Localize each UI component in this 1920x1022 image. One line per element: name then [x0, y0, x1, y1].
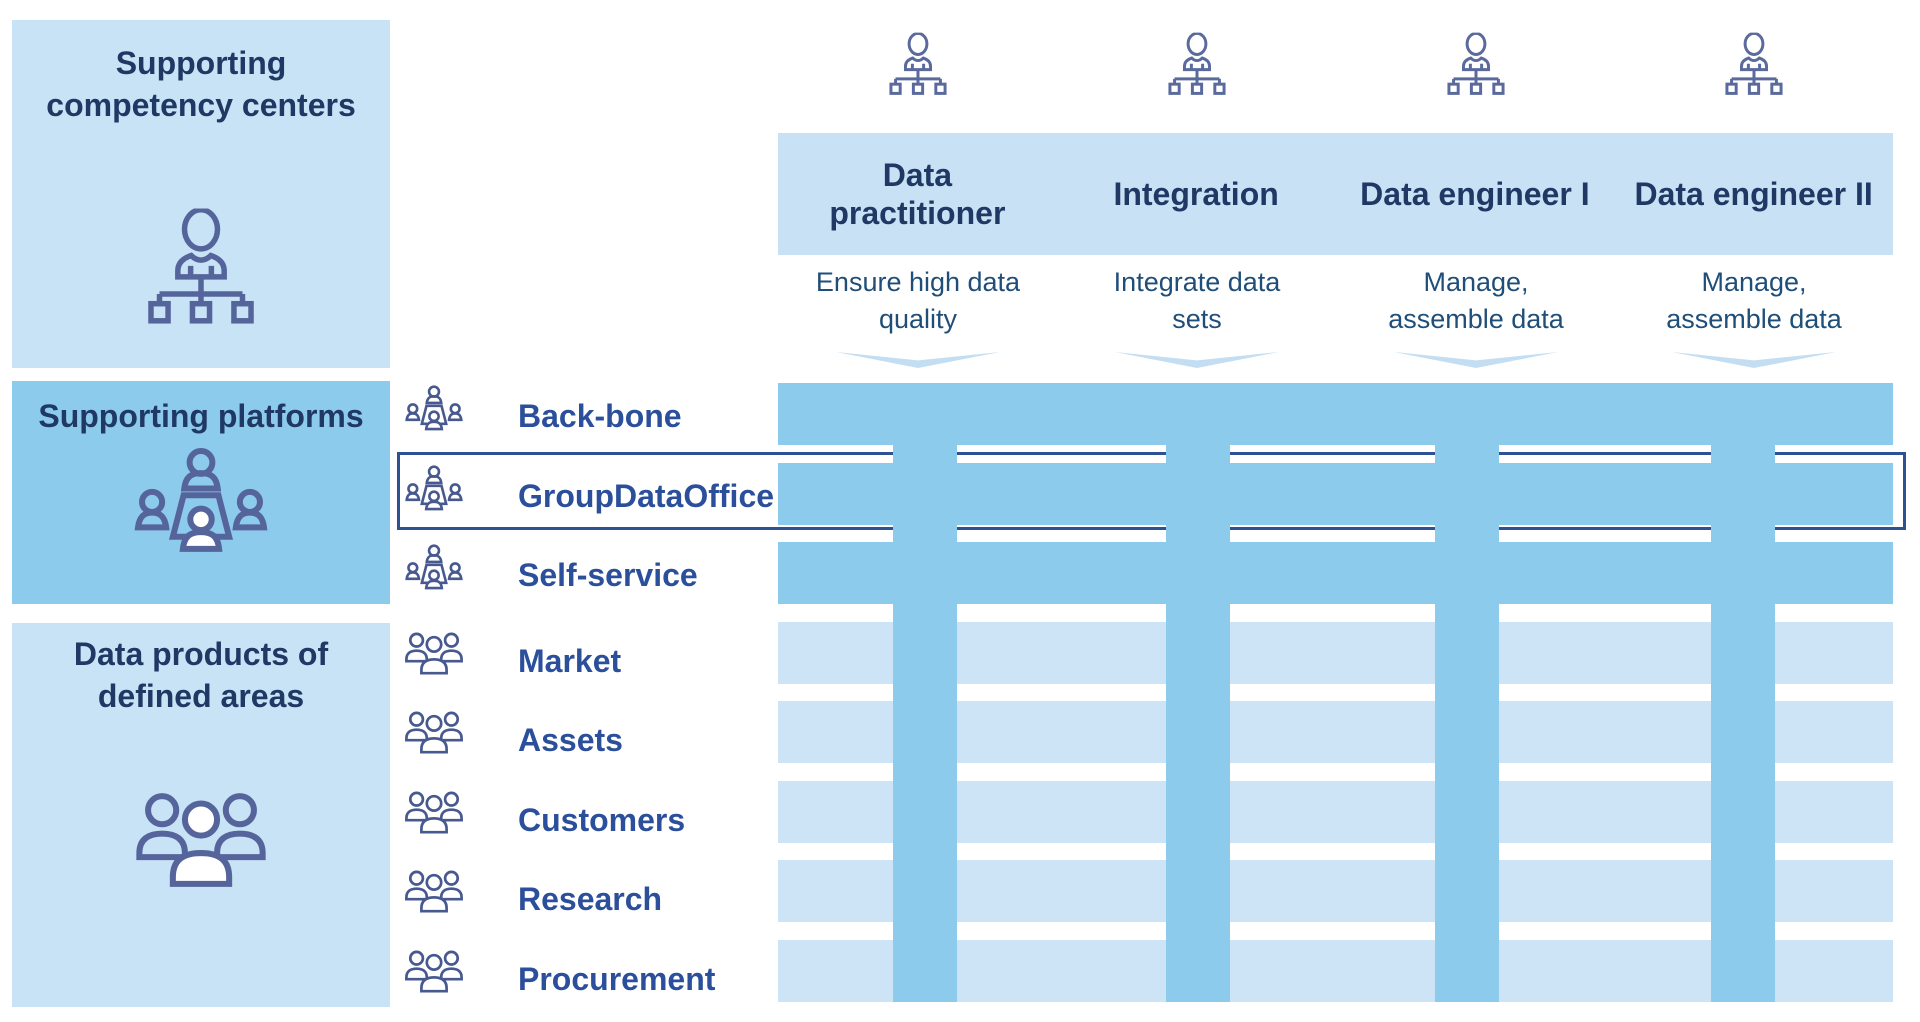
matrix-row-bar-research [778, 860, 1893, 922]
groupdataoffice-highlight-outline [397, 452, 1906, 530]
matrix-row-bar-assets [778, 701, 1893, 763]
column-header-label: Data practitioner [829, 157, 1006, 231]
panel-data-products: Data products of defined areas [12, 623, 390, 1007]
column-header-label: Data engineer I [1360, 176, 1590, 212]
panel-title-line: Data products of [73, 636, 329, 672]
matrix-row-bar-procurement [778, 940, 1893, 1002]
matrix-column-bar-data-practitioner [893, 383, 957, 1002]
column-description-line: assemble data [1666, 304, 1842, 334]
row-label-assets: Assets [518, 722, 623, 758]
org-chart-person-icon [140, 208, 262, 336]
column-description-line: Integrate data [1113, 267, 1281, 297]
column-description-line: Ensure high data [815, 267, 1021, 297]
column-header-data-practitioner: Data practitioner [778, 133, 1057, 255]
row-label-procurement: Procurement [518, 961, 716, 997]
column-description-line: quality [878, 304, 958, 334]
down-arrow-icon [1115, 352, 1279, 368]
column-header-band: Data practitioner Integration Data engin… [778, 133, 1893, 255]
column-header-data-engineer-1: Data engineer I [1336, 133, 1615, 255]
column-header-integration: Integration [1057, 133, 1336, 255]
org-chart-person-icon [1721, 32, 1787, 102]
panel-title-line: competency centers [46, 87, 356, 123]
meeting-table-icon [134, 447, 268, 581]
column-header-label: Data engineer II [1634, 176, 1873, 212]
down-arrow-icon [1672, 352, 1836, 368]
panel-supporting-competency-centers: Supporting competency centers [12, 20, 390, 368]
people-group-icon [134, 787, 268, 895]
column-description-line: Manage, [1701, 267, 1807, 297]
matrix-column-bar-data-engineer-2 [1711, 383, 1775, 1002]
people-group-icon [404, 630, 464, 678]
column-description: Manage, assemble data [1336, 264, 1616, 338]
column-header-data-engineer-2: Data engineer II [1614, 133, 1893, 255]
people-group-icon [404, 709, 464, 757]
column-description: Ensure high data quality [778, 264, 1058, 338]
org-chart-person-icon [1164, 32, 1230, 102]
panel-supporting-platforms: Supporting platforms [12, 381, 390, 604]
column-description-line: Manage, [1423, 267, 1529, 297]
row-label-customers: Customers [518, 802, 686, 838]
matrix-row-bar-groupdataoffice [778, 463, 1893, 525]
row-label-backbone: Back-bone [518, 398, 682, 434]
matrix-row-bar-backbone [778, 383, 1893, 445]
matrix-row-bar-customers [778, 781, 1893, 843]
meeting-table-icon [404, 385, 464, 443]
panel-title-line: Supporting platforms [38, 398, 364, 434]
down-arrow-icon [1394, 352, 1558, 368]
matrix-column-bar-data-engineer-1 [1435, 383, 1499, 1002]
row-label-self-service: Self-service [518, 557, 698, 593]
column-description: Manage, assemble data [1614, 264, 1894, 338]
org-chart-person-icon [1443, 32, 1509, 102]
column-description: Integrate data sets [1057, 264, 1337, 338]
column-description-line: sets [1172, 304, 1222, 334]
panel-title-line: Supporting [115, 45, 287, 81]
panel-title-line: defined areas [97, 678, 305, 714]
matrix-row-bar-market [778, 622, 1893, 684]
panel-title: Supporting competency centers [12, 42, 390, 126]
row-label-groupdataoffice: GroupDataOffice [518, 478, 775, 514]
matrix-column-bar-integration [1166, 383, 1230, 1002]
people-group-icon [404, 789, 464, 837]
panel-title: Data products of defined areas [12, 633, 390, 717]
matrix-row-bar-self-service [778, 542, 1893, 604]
panel-title: Supporting platforms [12, 395, 390, 437]
down-arrow-icon [836, 352, 1000, 368]
column-description-line: assemble data [1388, 304, 1564, 334]
meeting-table-icon [404, 544, 464, 602]
column-header-label: Integration [1113, 176, 1279, 212]
people-group-icon [404, 868, 464, 916]
people-group-icon [404, 948, 464, 996]
org-chart-person-icon [885, 32, 951, 102]
row-label-research: Research [518, 881, 663, 917]
row-label-market: Market [518, 643, 622, 679]
